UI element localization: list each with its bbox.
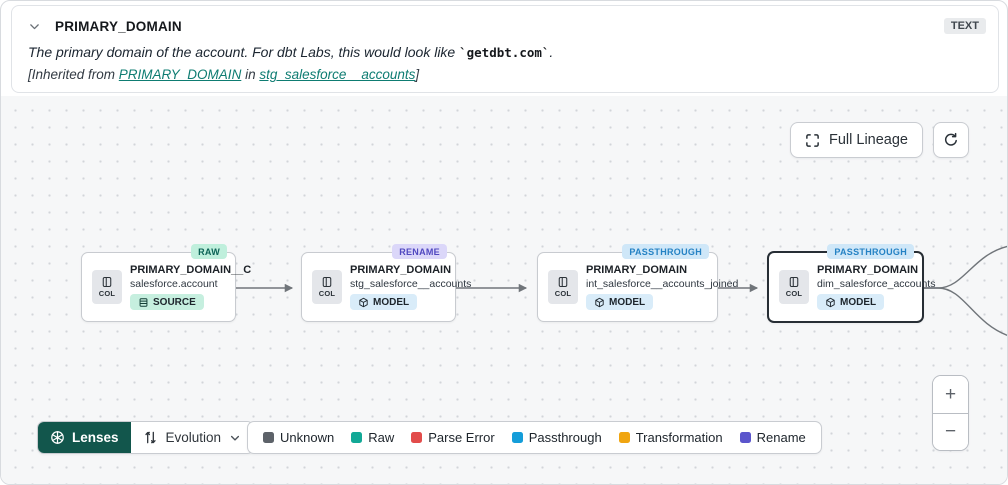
collapse-chevron-icon[interactable]	[28, 20, 41, 33]
inherited-note: [Inherited from PRIMARY_DOMAIN in stg_sa…	[28, 67, 420, 82]
zoom-in-button[interactable]: +	[933, 376, 968, 413]
evolution-legend: Unknown Raw Parse Error Passthrough Tran…	[247, 421, 822, 454]
lenses-button[interactable]: Lenses	[38, 422, 131, 453]
node-subtitle: salesforce.account	[130, 278, 218, 290]
evolution-badge: PASSTHROUGH	[827, 244, 914, 259]
resource-kind-badge: MODEL	[350, 294, 418, 310]
column-icon	[101, 276, 113, 288]
resource-kind-badge: SOURCE	[130, 294, 204, 310]
evolution-badge: PASSTHROUGH	[622, 244, 709, 259]
legend-item: Raw	[351, 430, 394, 445]
legend-swatch	[351, 432, 363, 443]
refresh-button[interactable]	[933, 122, 969, 158]
lens-dropdown[interactable]: Evolution	[130, 422, 254, 453]
column-title: PRIMARY_DOMAIN	[55, 18, 182, 34]
zoom-controls: + −	[932, 375, 969, 451]
legend-swatch	[739, 432, 751, 443]
lenses-toolbar: Lenses Evolution	[37, 421, 255, 454]
lineage-node-staging[interactable]: RENAME COL PRIMARY_DOMAIN stg_salesforce…	[301, 244, 472, 322]
expand-icon	[805, 133, 820, 148]
column-icon	[557, 276, 569, 288]
column-chip: COL	[92, 270, 122, 304]
data-type-badge: TEXT	[943, 18, 986, 34]
legend-swatch	[263, 432, 274, 443]
lineage-node-dim-selected[interactable]: PASSTHROUGH COL PRIMARY_DOMAIN dim_sales…	[767, 244, 936, 323]
cube-icon	[358, 297, 369, 308]
evolution-badge: RAW	[191, 244, 227, 259]
inline-code: `getdbt.com`	[459, 45, 550, 60]
refresh-icon	[943, 132, 959, 148]
node-title: PRIMARY_DOMAIN	[817, 264, 919, 276]
node-subtitle: dim_salesforce_accounts	[817, 278, 936, 290]
lineage-node-intermediate[interactable]: PASSTHROUGH COL PRIMARY_DOMAIN int_sales…	[537, 244, 739, 322]
legend-item: Transformation	[618, 430, 723, 445]
lineage-node-source[interactable]: RAW COL PRIMARY_DOMAIN__C salesforce.acc…	[81, 244, 252, 322]
node-subtitle: stg_salesforce__accounts	[350, 278, 472, 290]
chevron-down-icon	[229, 432, 241, 444]
legend-item: Unknown	[263, 430, 334, 445]
full-lineage-button[interactable]: Full Lineage	[790, 122, 923, 158]
legend-swatch	[411, 432, 423, 443]
node-title: PRIMARY_DOMAIN__C	[130, 264, 252, 276]
resource-kind-badge: MODEL	[817, 294, 885, 310]
column-header-card: PRIMARY_DOMAIN TEXT The primary domain o…	[11, 5, 999, 93]
cube-icon	[825, 297, 836, 308]
column-chip: COL	[779, 270, 809, 304]
column-description: The primary domain of the account. For d…	[28, 44, 554, 60]
evolution-badge: RENAME	[392, 244, 447, 259]
lens-selected-value: Evolution	[165, 430, 222, 445]
node-title: PRIMARY_DOMAIN	[586, 264, 688, 276]
aperture-icon	[50, 430, 65, 445]
column-chip: COL	[312, 270, 342, 304]
inherited-column-link[interactable]: PRIMARY_DOMAIN	[118, 67, 242, 82]
database-icon	[138, 297, 149, 308]
legend-swatch	[618, 432, 630, 443]
legend-item: Rename	[739, 430, 806, 445]
swap-vertical-icon	[143, 430, 158, 445]
zoom-out-button[interactable]: −	[933, 413, 968, 450]
legend-item: Parse Error	[411, 430, 495, 445]
column-icon	[788, 276, 800, 288]
inherited-model-link[interactable]: stg_salesforce__accounts	[259, 67, 416, 82]
column-chip: COL	[548, 270, 578, 304]
legend-swatch	[511, 432, 523, 443]
lineage-canvas[interactable]: Full Lineage RAW COL PRIMARY_DOMAIN__C s…	[1, 96, 1007, 484]
node-title: PRIMARY_DOMAIN	[350, 264, 452, 276]
cube-icon	[594, 297, 605, 308]
legend-item: Passthrough	[511, 430, 602, 445]
column-icon	[321, 276, 333, 288]
node-subtitle: int_salesforce__accounts_joined	[586, 278, 739, 290]
resource-kind-badge: MODEL	[586, 294, 654, 310]
